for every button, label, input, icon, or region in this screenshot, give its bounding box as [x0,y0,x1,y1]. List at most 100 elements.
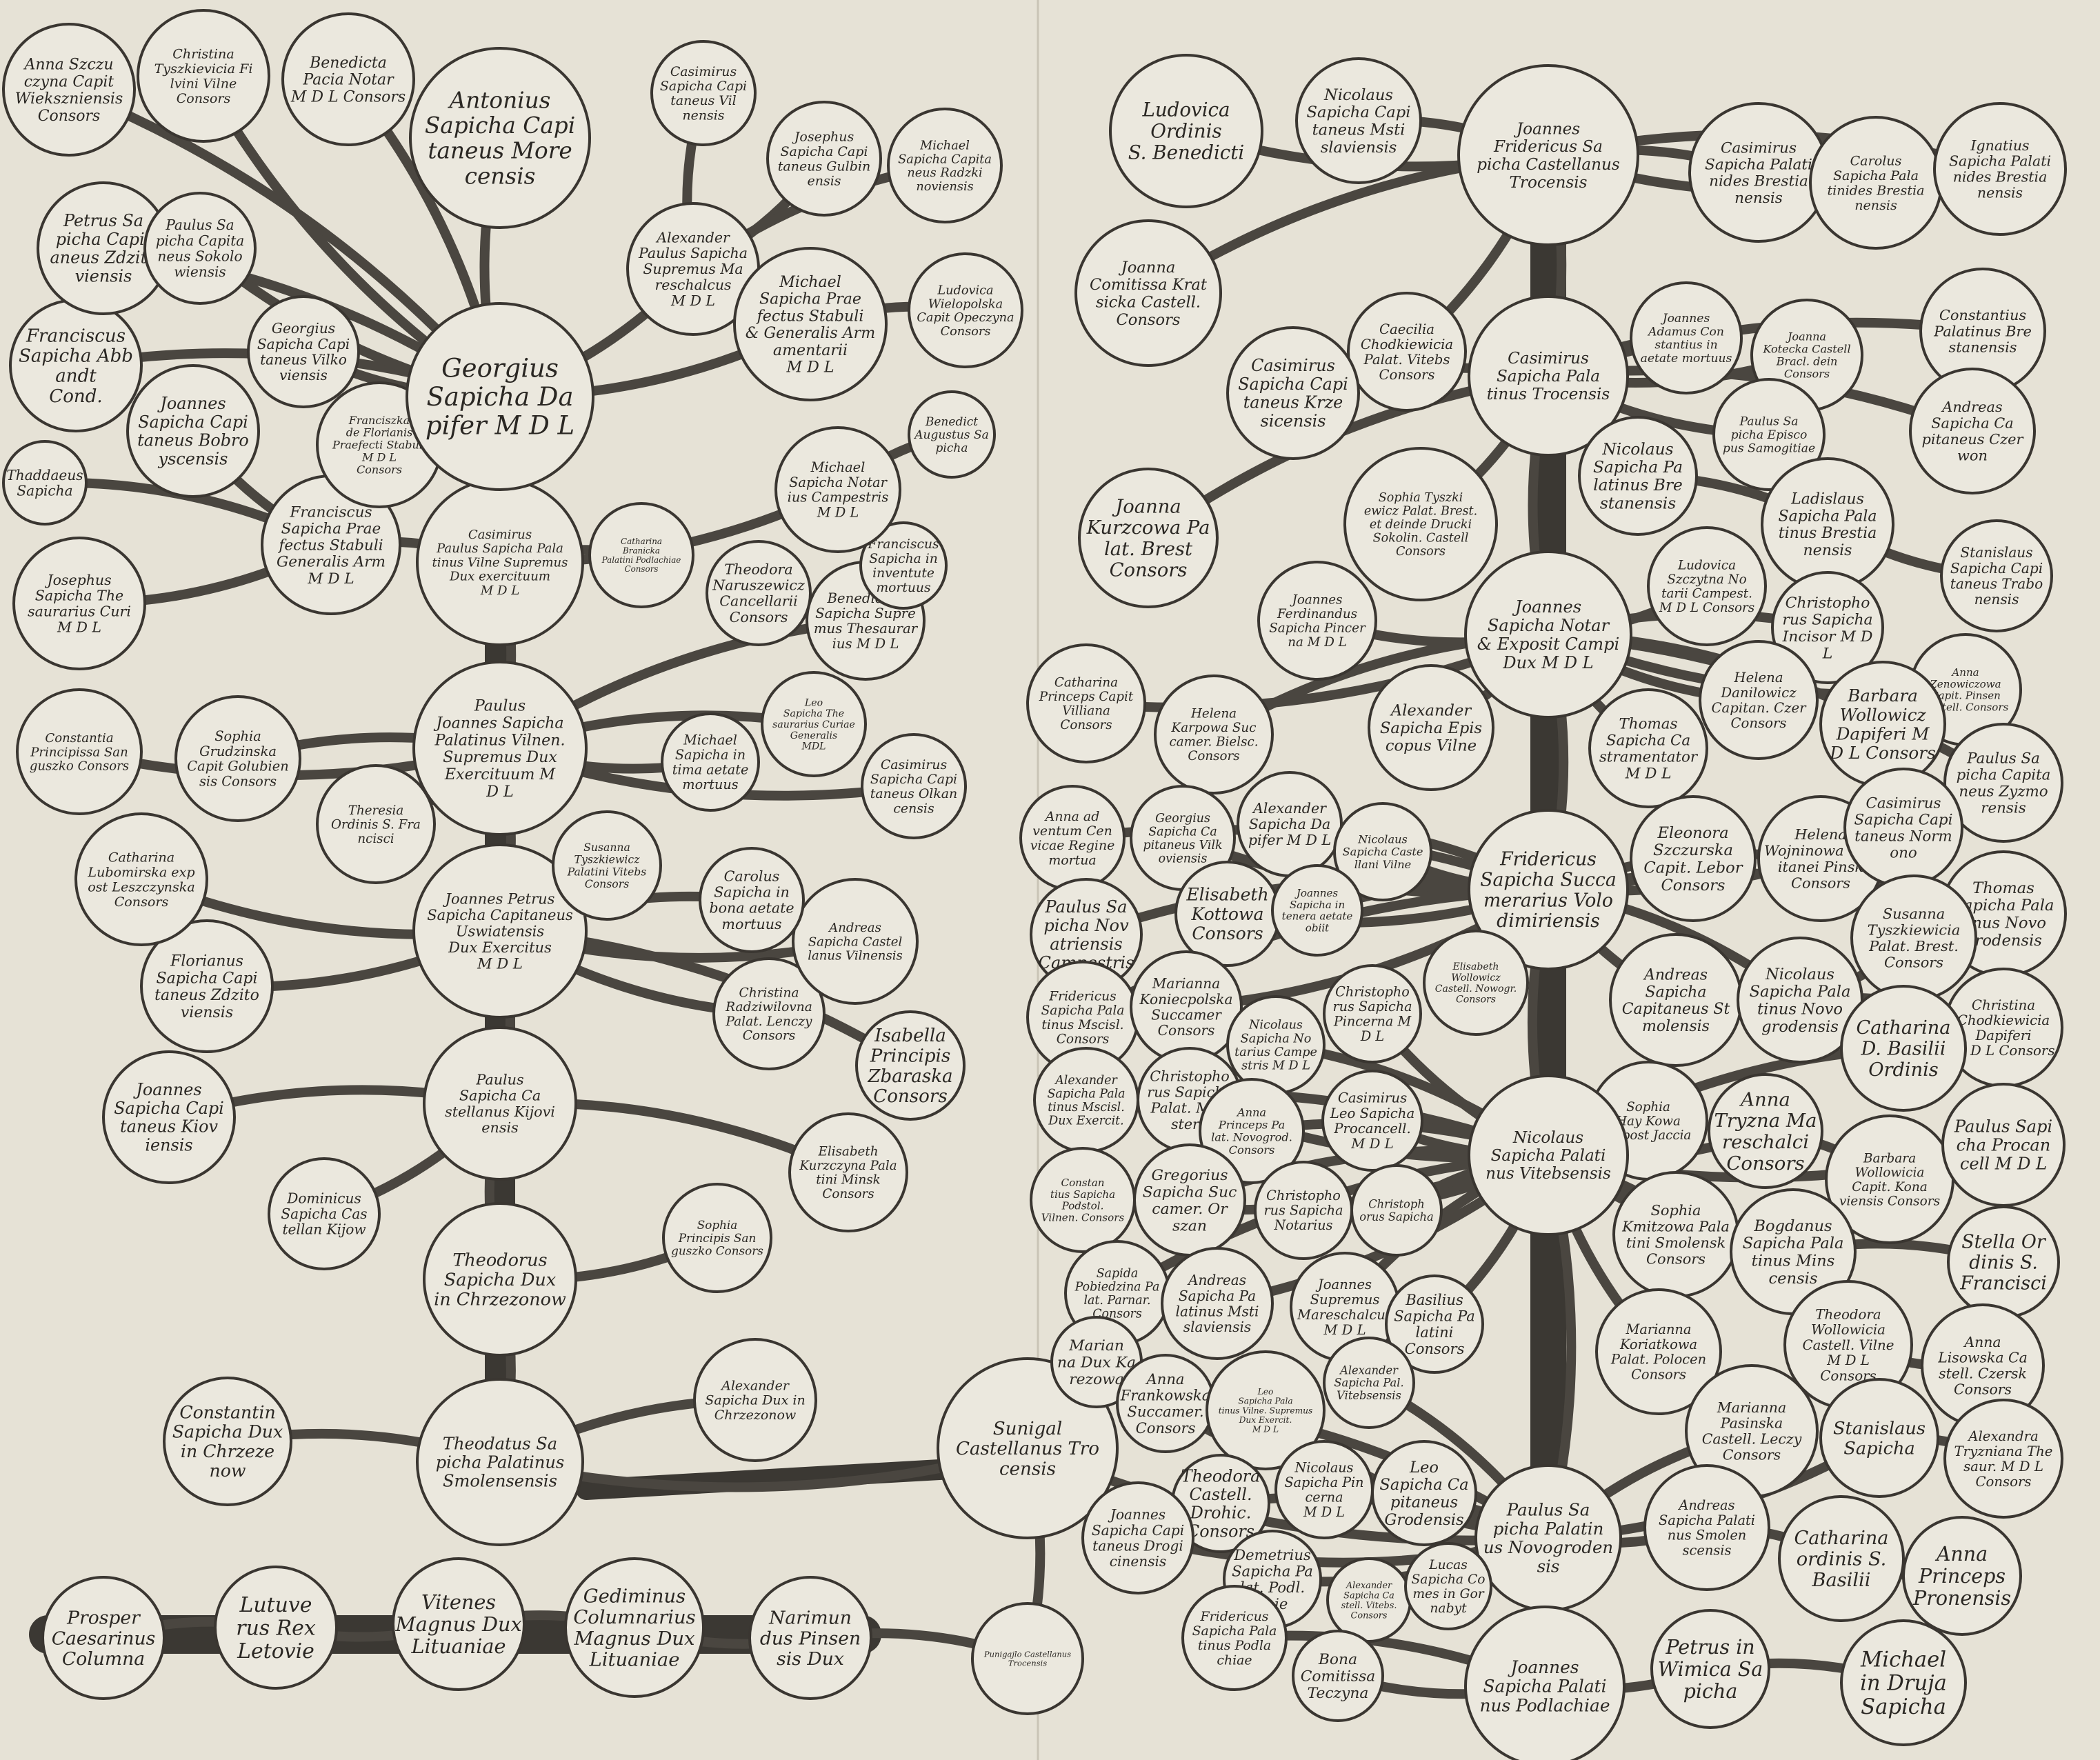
node-label-line: Eleonora [1657,824,1728,842]
node-label-line: Consors [1060,718,1112,732]
node-label-line: M D L [480,583,520,598]
node-label-line: viensis [75,266,132,286]
node-label-line: Joannes [132,1080,201,1099]
node-label-line: nensis [1854,197,1897,213]
node-label-line: tinus Trocensis [1487,386,1610,403]
node-label-line: Gediminus [583,1586,686,1608]
node-label-line: Comitissa [1301,1668,1376,1686]
person-node-punigajlo: Punigajlo CastellanusTrocensis [972,1603,1083,1714]
node-label-line: Consors [1350,1610,1387,1621]
node-label-line: Augustus Sa [913,428,988,442]
node-label-line: Sapicha Capi [1307,103,1411,121]
node-label-line: Sophia [1626,1100,1670,1114]
node-label-line: M D L [786,359,834,377]
person-node-anna-princ2: AnnaPrincepsPronensis [1903,1517,2021,1634]
node-label-line: Helena [1190,707,1237,721]
person-node-casimirus-brest: CasimirusSapicha Palatinides Brestianens… [1690,103,1828,241]
node-label-line: M D L [1252,1425,1279,1434]
person-node-helena-karp: HelenaKarpowa Succamer. Bielsc.Consors [1155,676,1272,793]
person-node-georgius-vilk: GeorgiusSapicha Capitaneus Vilkoviensis [248,297,359,407]
node-label-line: Paulus Sa [1966,750,2040,768]
node-label-line: Lisowska Ca [1937,1350,2027,1366]
node-label-line: Franciscus [26,326,126,346]
node-label-line: Elisabeth [818,1145,879,1159]
node-label-line: Sapicha Capi [781,144,868,159]
node-label-line: Paulus Sa [1739,415,1799,429]
node-label-line: M D L Consors [1659,601,1754,615]
node-label-line: tarii Campest. [1661,587,1752,601]
node-label-line: Sapicha Dux [444,1270,556,1290]
node-label-line: M D L [817,504,859,520]
node-label-line: Sapicha in [714,884,790,901]
node-label-line: Lutuve [239,1593,312,1617]
node-label-line: Prosper [66,1608,141,1629]
node-label-line: Consors [1187,1521,1254,1541]
node-label-line: Casimirus [1866,795,1941,812]
node-label-line: taneus Olkan [870,786,957,801]
node-label-line: Sapicha Pala [1497,368,1600,386]
node-label-line: Joannes [1661,312,1710,326]
person-node-antonius: AntoniusSapicha Capitaneus Morecensis [410,48,590,228]
person-node-nicolaus-not: NicolausSapicha Notarius Campestris M D … [1228,997,1324,1093]
node-label-line: Vitebsensis [1337,1389,1401,1402]
node-label-line: Sapicha Epis [1380,719,1482,737]
node-label-line: Teczyna [1308,1685,1369,1702]
node-label-line: Wimica Sa [1658,1658,1763,1681]
node-label-line: Hay Kowa [1615,1114,1681,1128]
node-label-line: Sapicha Succa [1480,869,1617,890]
node-label-line: Sapicha Capi [870,772,957,787]
node-label-line: Constantius [1939,307,2026,323]
node-label-line: Christopho [1266,1188,1341,1203]
person-node-marianna-kon: MariannaKoniecpolskaSuccamerConsors [1131,952,1241,1062]
node-label-line: tius Sapicha [1050,1188,1115,1201]
node-label-line: Benedicta [309,54,387,72]
node-label-line: Consors [114,894,169,910]
node-label-line: taneus Gulbin [778,159,870,174]
node-label-line: szan [1172,1218,1207,1235]
node-label-line: Consors [1730,715,1786,731]
node-label-line: Bona [1318,1651,1357,1668]
node-label-line: Sapicha Ca [1343,1590,1394,1601]
node-label-line: Sapicha The [783,708,844,719]
node-label-line: Sapicha Palati [1949,153,2051,170]
node-label-line: Marianna [1717,1399,1786,1416]
node-label-line: Isabella [874,1026,946,1046]
node-label-line: Theodora [1181,1466,1261,1486]
node-label-line: ius M D L [832,636,899,652]
node-label-line: Sapicha Pa [1593,458,1683,477]
node-label-line: camer. Or [1152,1201,1228,1218]
node-label-line: Szczytna No [1667,572,1746,587]
node-label-line: Sapicha Capi [1238,374,1348,394]
node-label-line: Michael [810,459,866,475]
person-node-catharina-ord: Catharinaordinis S.Basilii [1779,1497,1903,1621]
node-label-line: Alexander [1054,1074,1118,1088]
person-node-dominicus: DominicusSapicha Castellan Kijow [269,1159,379,1269]
node-label-line: Anna [1950,666,1979,679]
node-label-line: mus Thesaurar [814,621,919,637]
node-label-line: Sapicha Capi [114,1099,224,1118]
person-node-michael-rad: MichaelSapicha Capitaneus Radzkinoviensi… [888,109,1001,222]
node-label-line: stris M D L [1241,1059,1310,1073]
node-label-line: ventum Cen [1032,823,1112,839]
node-label-line: slaviensis [1321,139,1397,157]
person-node-anna-frank: AnnaFrankowskaSuccamer.Consors [1117,1355,1214,1452]
node-label-line: tinus Brestia [1779,525,1877,542]
person-node-joanna-krat: JoannaComitissa Kratsicka Castell.Consor… [1076,221,1221,366]
node-label-line: Leo [1409,1459,1439,1477]
person-node-joannes-ferd: JoannesFerdinandusSapicha Pincerna M D L [1259,562,1376,679]
node-label-line: Consors [1158,1022,1215,1039]
node-label-line: Sunigal [993,1419,1062,1439]
node-label-line: obiit [1306,922,1330,934]
node-label-line: Alexander [1252,800,1327,817]
person-node-alexander-dux: AlexanderSapicha Dux inChrzezonow [694,1339,816,1461]
node-label-line: Wielopolska [928,297,1003,311]
node-label-line: reschalcus [654,277,731,293]
node-label-line: Josephus [792,130,854,145]
node-label-line: molensis [1642,1018,1710,1035]
node-label-line: & Exposit Campi [1477,634,1619,654]
node-label-line: ensis [481,1119,518,1136]
